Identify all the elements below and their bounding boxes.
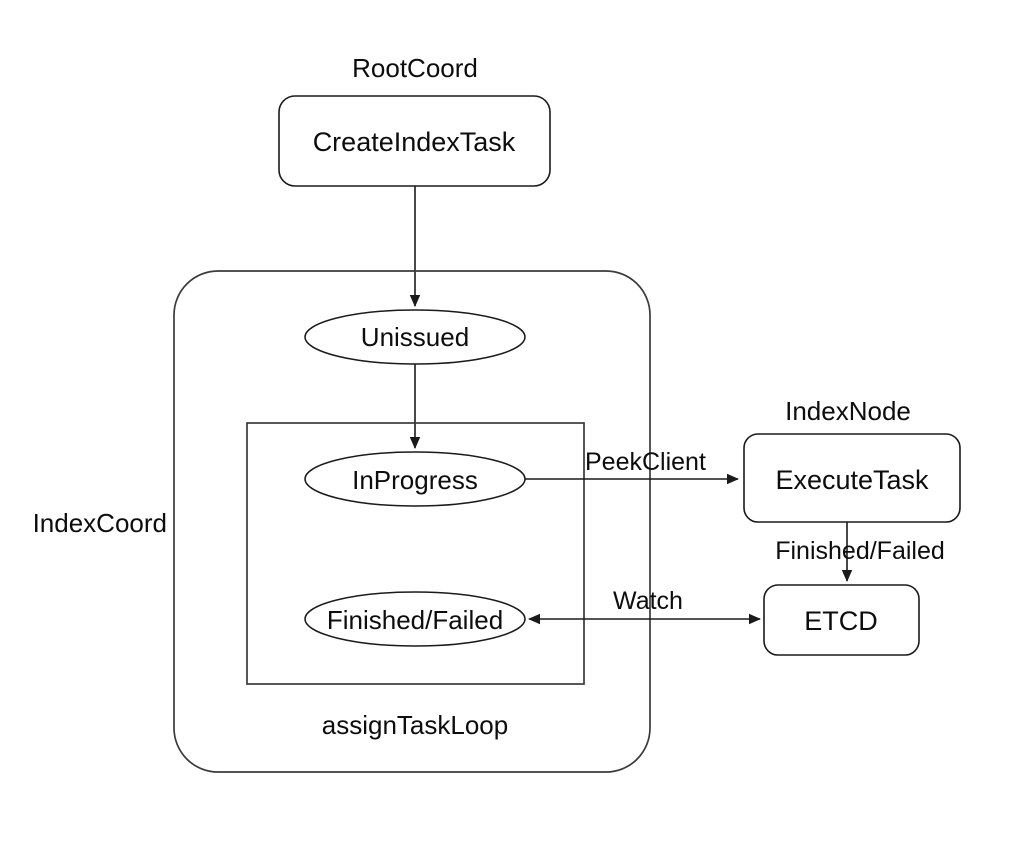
group-container-assigntaskloop bbox=[246, 422, 585, 685]
node-label-unissued: Unissued bbox=[361, 322, 469, 352]
group-label-indexcoord: IndexCoord bbox=[33, 508, 167, 538]
node-label-create-index-task: CreateIndexTask bbox=[313, 127, 516, 157]
group-label-indexnode: IndexNode bbox=[785, 396, 911, 426]
group-label-assigntaskloop: assignTaskLoop bbox=[322, 710, 508, 740]
node-execute-task[interactable] bbox=[743, 433, 961, 523]
node-label-etcd: ETCD bbox=[804, 606, 878, 636]
group-container-indexcoord bbox=[173, 270, 651, 773]
edge-label-watch: Watch bbox=[613, 587, 683, 615]
node-label-finished-failed-state: Finished/Failed bbox=[327, 605, 503, 635]
node-etcd[interactable] bbox=[763, 584, 920, 656]
node-finished-failed-state[interactable] bbox=[304, 591, 526, 647]
node-label-execute-task: ExecuteTask bbox=[775, 465, 929, 495]
node-label-in-progress: InProgress bbox=[352, 465, 478, 495]
group-label-rootcoord: RootCoord bbox=[352, 53, 478, 83]
edge-label-peekclient: PeekClient bbox=[585, 448, 706, 476]
edge-label-finished-failed: Finished/Failed bbox=[775, 537, 945, 565]
